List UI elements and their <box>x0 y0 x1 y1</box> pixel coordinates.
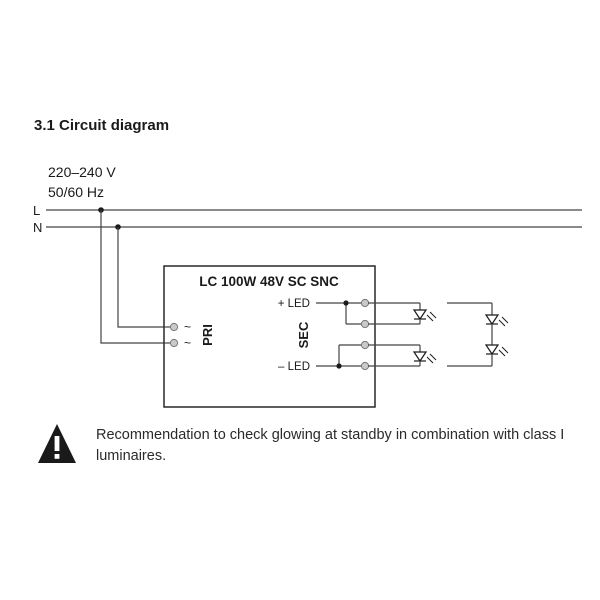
sec-terminal-3 <box>360 340 370 350</box>
warning-triangle-icon <box>38 424 76 463</box>
pri-terminal-2 <box>169 338 179 348</box>
pri-tilde-1: ~ <box>184 320 191 334</box>
sec-terminal-2 <box>360 319 370 329</box>
line-l-label: L <box>33 203 40 218</box>
sec-junction-plus <box>343 300 349 306</box>
pri-label: PRI <box>200 324 215 346</box>
pri-tilde-2: ~ <box>184 336 191 350</box>
led-minus-label: – LED <box>278 361 310 373</box>
led-1-icon <box>412 309 437 322</box>
wire-n-to-pri <box>117 227 164 328</box>
wire-l-to-pri <box>100 210 164 344</box>
sec-terminal-1 <box>360 298 370 308</box>
driver-box <box>163 265 376 408</box>
line-n-label: N <box>33 220 42 235</box>
warning-text: Recommendation to check glowing at stand… <box>96 427 565 464</box>
led-3-icon <box>484 314 509 327</box>
sec-junction-minus <box>336 363 342 369</box>
section-heading: 3.1 Circuit diagram <box>34 117 170 134</box>
led-4-icon <box>484 344 509 357</box>
led-plus-label: + LED <box>278 298 310 310</box>
driver-model-label: LC 100W 48V SC SNC <box>199 274 339 289</box>
circuit-diagram: 220–240 V 50/60 Hz L N LC 100W 48V SC SN… <box>33 164 582 408</box>
supply-voltage-label: 220–240 V <box>48 164 116 180</box>
sec-label: SEC <box>296 321 311 348</box>
led-2-icon <box>412 351 437 364</box>
pri-terminal-1 <box>169 322 179 332</box>
supply-frequency-label: 50/60 Hz <box>48 184 104 200</box>
sec-terminal-4 <box>360 361 370 371</box>
